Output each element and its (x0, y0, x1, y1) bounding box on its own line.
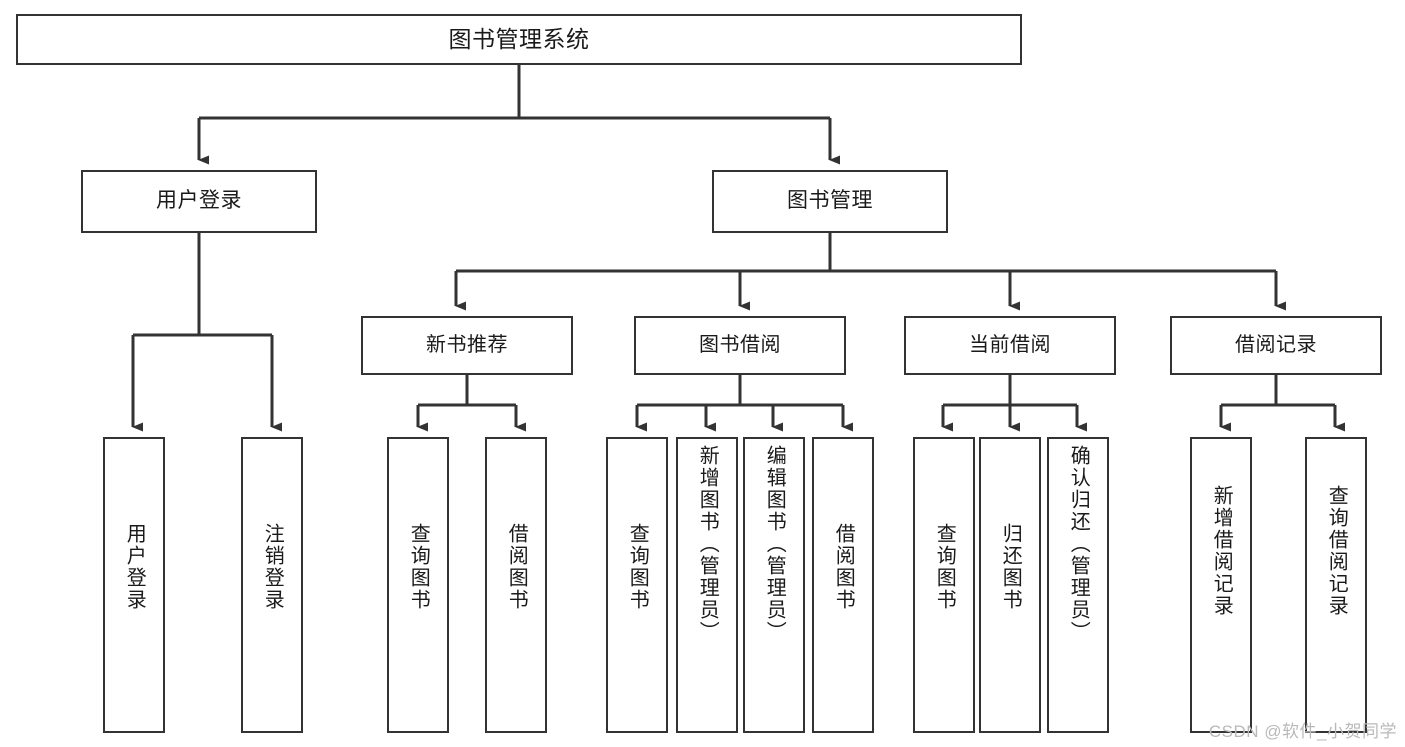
node-leaf-confirm-return-label: 确认归还（管理员） (1067, 445, 1090, 643)
node-current-borrow[interactable]: 当前借阅 (904, 316, 1116, 375)
node-book-borrow-label: 图书借阅 (699, 333, 781, 356)
node-leaf-edit-book-label: 编辑图书（管理员） (763, 445, 786, 643)
node-book-borrow[interactable]: 图书借阅 (634, 316, 846, 375)
node-leaf-add-book[interactable]: 新增图书（管理员） (676, 437, 738, 733)
node-book-manage[interactable]: 图书管理 (712, 170, 948, 233)
node-leaf-logout-label: 注销登录 (261, 523, 284, 611)
csdn-watermark: CSDN @软件_小贺同学 (1208, 722, 1397, 741)
node-leaf-query-book-1-label: 查询图书 (407, 523, 430, 611)
node-leaf-logout[interactable]: 注销登录 (241, 437, 303, 733)
node-root-label: 图书管理系统 (448, 25, 590, 52)
node-leaf-query-book-2[interactable]: 查询图书 (606, 437, 668, 733)
node-user-login[interactable]: 用户登录 (81, 170, 317, 233)
node-leaf-edit-book[interactable]: 编辑图书（管理员） (743, 437, 805, 733)
node-current-borrow-label: 当前借阅 (969, 333, 1051, 356)
node-leaf-query-book-1[interactable]: 查询图书 (387, 437, 449, 733)
node-leaf-query-record-label: 查询借阅记录 (1325, 485, 1348, 617)
node-leaf-borrow-book-2[interactable]: 借阅图书 (812, 437, 874, 733)
node-leaf-borrow-book-1[interactable]: 借阅图书 (485, 437, 547, 733)
node-leaf-query-book-3[interactable]: 查询图书 (913, 437, 975, 733)
node-leaf-user-login[interactable]: 用户登录 (103, 437, 165, 733)
node-leaf-confirm-return[interactable]: 确认归还（管理员） (1047, 437, 1109, 733)
node-book-manage-label: 图书管理 (787, 189, 873, 213)
node-borrow-record[interactable]: 借阅记录 (1170, 316, 1382, 375)
node-leaf-return-book[interactable]: 归还图书 (979, 437, 1041, 733)
node-leaf-return-book-label: 归还图书 (999, 523, 1022, 611)
node-new-book-recommend-label: 新书推荐 (426, 333, 508, 356)
node-leaf-user-login-label: 用户登录 (123, 523, 146, 611)
node-leaf-query-book-3-label: 查询图书 (933, 523, 956, 611)
node-leaf-add-book-label: 新增图书（管理员） (696, 445, 719, 643)
node-leaf-add-record-label: 新增借阅记录 (1210, 485, 1233, 617)
node-root[interactable]: 图书管理系统 (16, 14, 1022, 65)
node-leaf-query-book-2-label: 查询图书 (626, 523, 649, 611)
node-new-book-recommend[interactable]: 新书推荐 (361, 316, 573, 375)
node-leaf-borrow-book-2-label: 借阅图书 (832, 523, 855, 611)
node-leaf-borrow-book-1-label: 借阅图书 (505, 523, 528, 611)
node-user-login-label: 用户登录 (156, 189, 242, 213)
node-leaf-add-record[interactable]: 新增借阅记录 (1190, 437, 1252, 733)
node-borrow-record-label: 借阅记录 (1235, 333, 1317, 356)
node-leaf-query-record[interactable]: 查询借阅记录 (1305, 437, 1367, 733)
